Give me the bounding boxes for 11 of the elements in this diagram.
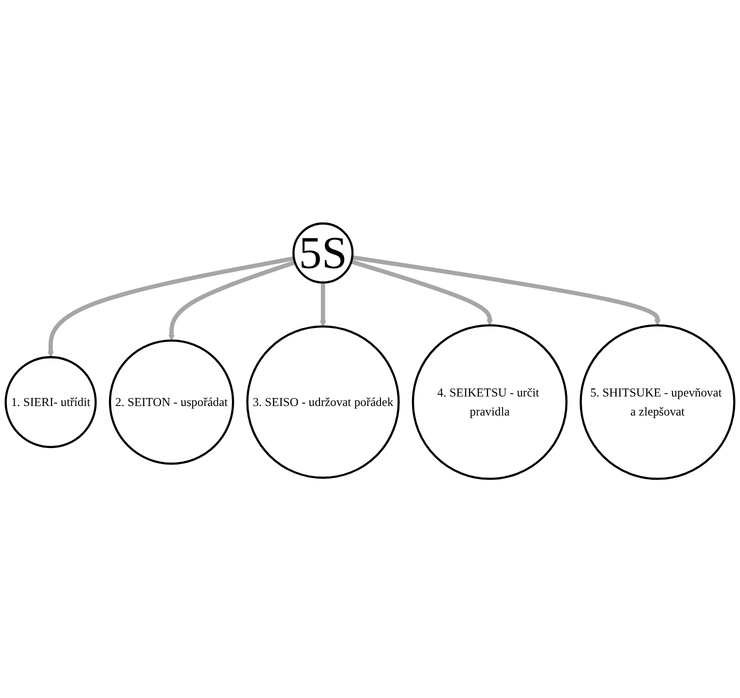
node-circle: 2. SEITON - uspořádat	[108, 340, 234, 465]
node-circle: 1. SIERI- utřídit	[4, 356, 97, 448]
node-circle: 5S	[292, 222, 354, 284]
node-circle: 5. SHITSUKE - upevňovat a zlepšovat	[580, 324, 736, 480]
arrow	[320, 282, 326, 327]
node-circle: 3. SEISO - udržovat pořádek	[246, 326, 400, 480]
arrow	[352, 256, 661, 326]
arrow	[48, 256, 294, 358]
arrow	[350, 260, 493, 326]
arrow	[168, 260, 296, 342]
node-circle: 4. SEIKETSU - určit pravidla	[412, 324, 568, 480]
